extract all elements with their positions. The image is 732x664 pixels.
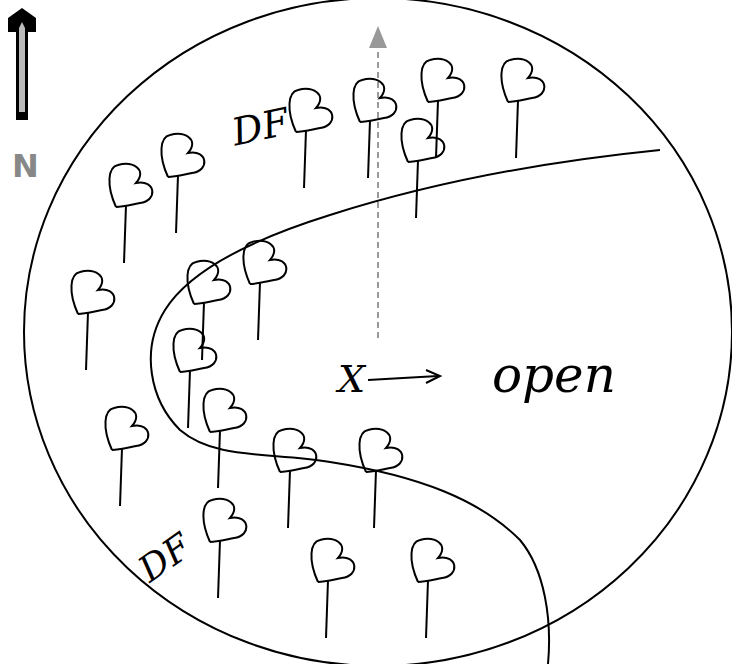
tree-symbol — [501, 59, 544, 158]
tree-symbol — [401, 119, 444, 218]
tree-symbol — [71, 271, 114, 370]
tree-symbol — [203, 389, 246, 488]
tree-symbol — [243, 241, 286, 340]
tree-symbol — [289, 89, 332, 188]
area-label: open — [492, 350, 616, 400]
tree-symbol — [311, 539, 354, 638]
tree-symbol — [187, 261, 230, 360]
tree-symbol — [203, 499, 246, 598]
species-label: DF — [229, 103, 293, 152]
tree-symbol — [411, 539, 454, 638]
north-arrow-highlight — [19, 22, 25, 112]
tree-symbol — [109, 164, 152, 263]
direction-arrowhead — [426, 370, 440, 383]
tree-symbol — [105, 407, 148, 506]
heading-arrowhead — [369, 26, 387, 48]
map-boundary — [24, 0, 732, 664]
tree-symbol — [359, 429, 402, 528]
tree-symbol — [273, 429, 316, 528]
north-arrow — [8, 8, 36, 120]
forest-edge — [151, 150, 660, 664]
tree-symbol — [161, 134, 204, 233]
point-marker: X — [338, 360, 365, 398]
heading-line — [377, 40, 379, 338]
tree-symbol — [353, 79, 396, 178]
direction-arrow — [368, 376, 438, 380]
species-label: DF — [133, 528, 198, 588]
north-label: N — [12, 150, 39, 182]
tree-symbol — [173, 329, 216, 428]
